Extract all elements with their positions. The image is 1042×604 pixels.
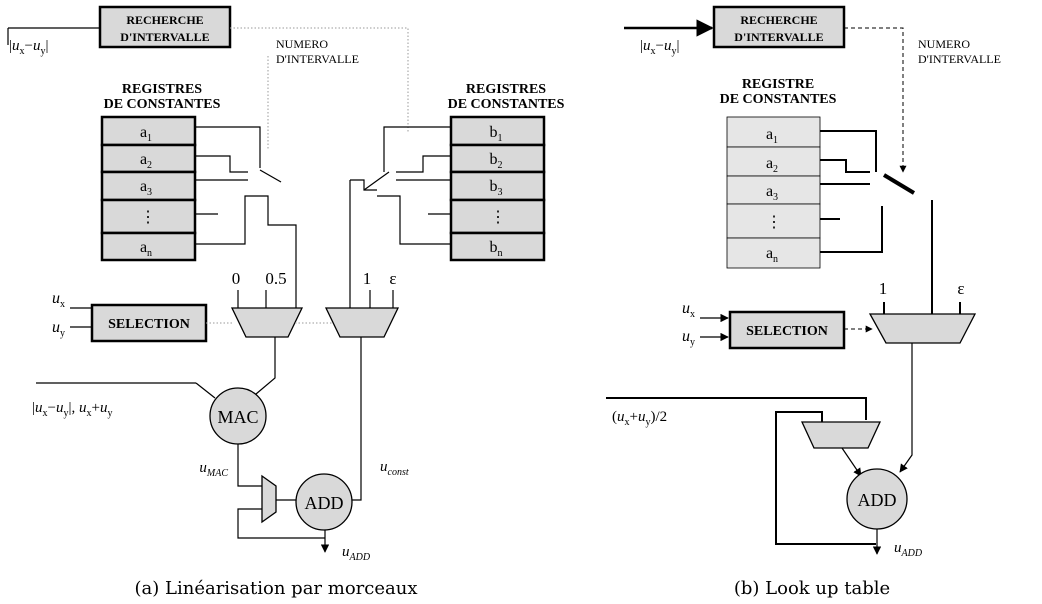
mux-feedback-b [800,421,882,449]
mux2-input-1: 1 [363,269,372,288]
caption-b: (b) Look up table [734,578,890,599]
reg-b1-a: b1 [490,124,503,144]
register-wires-a [195,126,297,312]
reg-an-b: an [766,245,778,265]
half-sum-label-b: (ux+uy)/2 [612,409,667,428]
interval-search-label-a-1: RECHERCHE [126,13,203,27]
mux3-a [261,474,277,524]
interval-number-label-a-2: D'INTERVALLE [276,52,359,66]
reg-a3-a: a3 [140,178,152,198]
mux-input-eps-b: ε [957,279,964,298]
mux1-input-0: 0 [232,269,241,288]
interval-search-label-b-2: D'INTERVALLE [734,30,823,44]
interval-number-label-a-1: NUMERO [276,37,328,51]
interval-search-box-b [712,5,846,49]
mac-label-a: MAC [217,407,258,427]
reg-b2-a: b2 [490,151,503,171]
mux-b [868,313,977,344]
panel-a: |ux−uy| RECHERCHE D'INTERVALLE NUMERO D'… [7,5,565,599]
uy-label-a: uy [52,319,65,339]
reg-an-a: an [140,239,152,259]
selection-label-a: SELECTION [108,317,190,332]
reg-title-a-right-2: DE CONSTANTES [448,97,565,112]
mux1-input-05: 0.5 [265,269,286,288]
mux2-a [324,307,400,338]
reg-title-b-2: DE CONSTANTES [720,92,837,107]
ux-label-b: ux [682,300,695,320]
interval-search-box-a [98,5,232,49]
u-add-label-b: uADD [894,540,923,559]
reg-adots-b: ⋮ [766,214,782,231]
reg-a1-b: a1 [766,126,778,146]
reg-b3-a: b3 [490,178,503,198]
reg-adots-a: ⋮ [140,209,156,226]
add-label-b: ADD [858,490,897,510]
a-registers-b: a1 a2 a3 ⋮ an [726,116,821,269]
reg-title-a-left-2: DE CONSTANTES [104,97,221,112]
b-registers-a: b1 b2 b3 ⋮ bn [449,115,546,262]
reg-title-a-right-1: REGISTRES [466,82,546,97]
abs-diff-label-a: |ux−uy| [9,38,49,57]
u-add-label-a: uADD [342,544,371,563]
u-const-label-a: uconst [380,459,409,478]
reg-title-b-1: REGISTRE [742,77,814,92]
selection-box-a [90,303,208,343]
mux1-a [230,307,304,338]
reg-bn-a: bn [490,239,503,259]
reg-title-a-left-1: REGISTRES [122,82,202,97]
selection-label-b: SELECTION [746,324,828,339]
register-wires-b [820,130,933,314]
selection-box-b [728,310,846,350]
u-mac-label-a: uMAC [199,460,228,479]
reg-bdots-a: ⋮ [490,209,506,226]
reg-a2-b: a2 [766,155,778,175]
interval-number-label-b-2: D'INTERVALLE [918,52,1001,66]
mac-input-label-a: |ux−uy|, ux+uy [32,400,112,419]
reg-a2-a: a2 [140,151,152,171]
interval-search-label-b-1: RECHERCHE [740,13,817,27]
reg-a3-b: a3 [766,183,778,203]
reg-a1-a: a1 [140,124,152,144]
ux-label-a: ux [52,290,65,310]
b-register-wires-a [349,126,451,312]
add-label-a: ADD [305,493,344,513]
panel-b: |ux−uy| RECHERCHE D'INTERVALLE NUMERO D'… [606,5,1001,599]
add-circle-a [295,473,353,531]
interval-number-label-b-1: NUMERO [918,37,970,51]
abs-diff-label-b: |ux−uy| [640,38,680,57]
caption-a: (a) Linéarisation par morceaux [135,578,418,599]
a-registers-a: a1 a2 a3 ⋮ an [100,115,197,262]
interval-search-label-a-2: D'INTERVALLE [120,30,209,44]
uy-label-b: uy [682,328,695,348]
mux-input-1-b: 1 [879,279,888,298]
mux2-input-eps: ε [389,269,396,288]
